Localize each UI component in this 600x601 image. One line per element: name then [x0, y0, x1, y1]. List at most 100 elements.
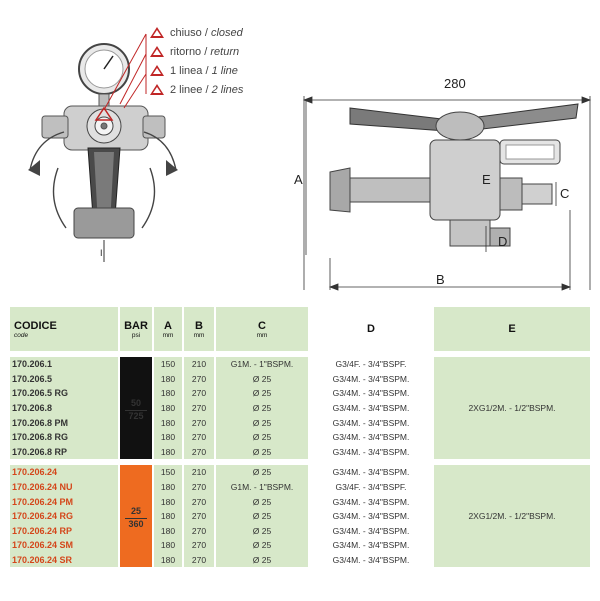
specification-table: CODICE code BAR psi A mm B mm C mm D	[8, 307, 592, 568]
header-a-sub: mm	[162, 331, 174, 339]
dim-label-a: A	[294, 172, 303, 187]
header-d: D	[310, 307, 432, 351]
cell-b: 270	[184, 552, 214, 568]
cell-c: Ø 25	[216, 429, 308, 445]
cell-a: 180	[154, 538, 182, 553]
header-b: B mm	[184, 307, 214, 351]
cell-d: G3/4M. - 3/4"BSPM.	[310, 400, 432, 416]
cell-code: 170.206.24 RP	[10, 523, 118, 539]
cell-b: 270	[184, 386, 214, 401]
header-codice: CODICE code	[10, 307, 118, 351]
triangle-icon	[150, 65, 164, 76]
cell-e: 2XG1/2M. - 1/2"BSPM.	[434, 465, 590, 568]
triangle-icon	[150, 27, 164, 38]
cell-e: 2XG1/2M. - 1/2"BSPM.	[434, 357, 590, 460]
legend-item-2-lines: 2 linee / 2 lines	[146, 81, 243, 100]
cell-b: 270	[184, 415, 214, 430]
technical-drawing: chiuso / closed ritorno / return 1 linea…	[0, 0, 600, 300]
cell-d: G3/4M. - 3/4"BSPM.	[310, 508, 432, 524]
cell-b: 270	[184, 523, 214, 539]
cell-d: G3/4M. - 3/4"BSPM.	[310, 429, 432, 445]
cell-c: Ø 25	[216, 508, 308, 524]
cell-b: 210	[184, 357, 214, 372]
cell-c: G1M. - 1"BSPM.	[216, 357, 308, 372]
legend-en-label: closed	[210, 27, 243, 39]
dim-label-d: D	[498, 234, 508, 249]
legend-en-label: 1 line	[211, 65, 238, 77]
cell-d: G3/4M. - 3/4"BSPM.	[310, 494, 432, 509]
cell-a: 180	[154, 508, 182, 524]
cell-c: Ø 25	[216, 386, 308, 401]
cell-d: G3/4M. - 3/4"BSPM.	[310, 538, 432, 553]
cell-a: 180	[154, 444, 182, 460]
cell-a: 180	[154, 494, 182, 509]
cell-code: 170.206.24 SM	[10, 538, 118, 553]
cell-b: 270	[184, 538, 214, 553]
cell-code: 170.206.24	[10, 465, 118, 480]
cell-d: G3/4M. - 3/4"BSPM.	[310, 371, 432, 387]
cell-a: 150	[154, 357, 182, 372]
cell-c: Ø 25	[216, 400, 308, 416]
cell-c: Ø 25	[216, 552, 308, 568]
cell-b: 270	[184, 429, 214, 445]
dim-label-280: 280	[444, 76, 466, 91]
header-c-sub: mm	[256, 331, 268, 339]
cell-code: 170.206.5 RG	[10, 386, 118, 401]
dim-label-e: E	[482, 172, 491, 187]
cell-d: G3/4F. - 3/4"BSPF.	[310, 479, 432, 495]
cell-c: Ø 25	[216, 371, 308, 387]
header-bar-label: BAR	[124, 319, 148, 332]
cell-d: G3/4M. - 3/4"BSPM.	[310, 552, 432, 568]
cell-a: 180	[154, 552, 182, 568]
cell-code: 170.206.24 NU	[10, 479, 118, 495]
cell-b: 270	[184, 444, 214, 460]
header-a: A mm	[154, 307, 182, 351]
cell-d: G3/4M. - 3/4"BSPM.	[310, 523, 432, 539]
legend-leader-lines	[103, 33, 147, 111]
cell-b: 270	[184, 400, 214, 416]
legend-en-label: return	[210, 46, 240, 58]
cell-a: 180	[154, 371, 182, 387]
legend-it-label: ritorno	[170, 46, 202, 58]
cell-a: 180	[154, 429, 182, 445]
cell-b: 210	[184, 465, 214, 480]
header-codice-label: CODICE	[14, 319, 57, 332]
dim-label-c: C	[560, 186, 570, 201]
dimension-lines	[302, 96, 592, 291]
legend-en-label: 2 lines	[211, 84, 244, 96]
table-header-row: CODICE code BAR psi A mm B mm C mm D	[10, 307, 590, 351]
cell-code: 170.206.8 RP	[10, 444, 118, 460]
legend-item-closed: chiuso / closed	[146, 24, 243, 43]
cell-b: 270	[184, 371, 214, 387]
triangle-icon	[150, 46, 164, 57]
header-a-label: A	[164, 319, 172, 332]
legend-item-1-line: 1 linea / 1 line	[146, 62, 243, 81]
header-b-label: B	[195, 319, 203, 332]
cell-c: Ø 25	[216, 444, 308, 460]
cell-c: G1M. - 1"BSPM.	[216, 479, 308, 495]
header-e-label: E	[508, 323, 516, 335]
psi-value: 725	[125, 409, 147, 421]
cell-a: 180	[154, 386, 182, 401]
cell-code: 170.206.8 PM	[10, 415, 118, 430]
cell-b: 270	[184, 508, 214, 524]
legend-it-label: 2 linee	[170, 84, 203, 96]
cell-a: 180	[154, 400, 182, 416]
cell-c: Ø 25	[216, 415, 308, 430]
dim-label-b: B	[436, 272, 445, 287]
cell-code: 170.206.24 RG	[10, 508, 118, 524]
cell-d: G3/4M. - 3/4"BSPM.	[310, 415, 432, 430]
